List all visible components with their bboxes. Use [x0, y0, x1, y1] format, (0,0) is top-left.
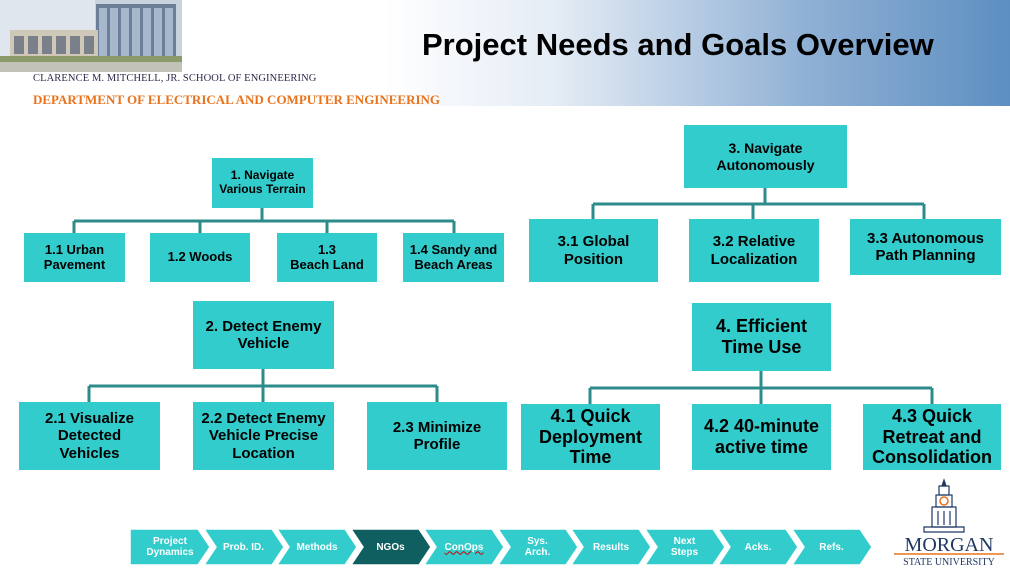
nav-item-acks[interactable]: Acks. [718, 529, 798, 565]
nav-item-label: NGOs [376, 541, 405, 553]
clock-tower-icon: MORGAN STATE UNIVERSITY [894, 478, 1004, 568]
goal-3-3-box: 3.3 Autonomous Path Planning [850, 219, 1001, 275]
morgan-state-logo: MORGAN STATE UNIVERSITY [888, 478, 1010, 568]
nav-item-label: Prob. ID. [222, 541, 265, 553]
nav-item-label: Results [592, 541, 630, 553]
goal-3-2-box: 3.2 Relative Localization [689, 219, 819, 282]
nav-item-ngos[interactable]: NGOs [350, 529, 431, 565]
department-name: DEPARTMENT OF ELECTRICAL AND COMPUTER EN… [33, 92, 441, 107]
goal-1-box: 1. Navigate Various Terrain [212, 158, 313, 208]
nav-item-sys-arch[interactable]: Sys. Arch. [497, 529, 578, 565]
nav-item-label: Project Dynamics [146, 536, 194, 558]
goal-3-1-box: 3.1 Global Position [529, 219, 658, 282]
nav-item-label: ConOps [444, 541, 484, 553]
logo-university-text: STATE UNIVERSITY [903, 557, 995, 568]
nav-item-project-dynamics[interactable]: Project Dynamics [130, 529, 210, 565]
goal-2-3-box: 2.3 Minimize Profile [367, 402, 507, 470]
goal-4-box: 4. Efficient Time Use [692, 303, 831, 371]
goal-2-1-box: 2.1 Visualize Detected Vehicles [19, 402, 160, 470]
nav-item-label: Refs. [819, 541, 844, 553]
goal-4-3-box: 4.3 Quick Retreat and Consolidation [863, 404, 1001, 470]
goal-4-2-box: 4.2 40-minute active time [692, 404, 831, 470]
nav-item-prob-id[interactable]: Prob. ID. [203, 529, 284, 565]
goal-1-1-box: 1.1 Urban Pavement [24, 233, 125, 282]
nav-item-label: Acks. [744, 541, 772, 553]
nav-item-refs[interactable]: Refs. [791, 529, 872, 565]
goal-4-1-box: 4.1 Quick Deployment Time [521, 404, 660, 470]
building-photo [0, 0, 182, 72]
goal-1-2-box: 1.2 Woods [150, 233, 250, 282]
goal-2-2-box: 2.2 Detect Enemy Vehicle Precise Locatio… [193, 402, 334, 470]
slide-title: Project Needs and Goals Overview [422, 27, 934, 62]
nav-item-methods[interactable]: Methods [277, 529, 357, 565]
section-nav: Project Dynamics Prob. ID. Methods NGOs ConO… [130, 529, 886, 565]
goal-1-4-box: 1.4 Sandy and Beach Areas [403, 233, 504, 282]
nav-item-label: Sys. Arch. [524, 536, 551, 558]
goal-1-3-box: 1.3 Beach Land [277, 233, 377, 282]
goal-2-box: 2. Detect Enemy Vehicle [193, 301, 334, 369]
nav-item-label: Next Steps [670, 536, 699, 558]
logo-morgan-text: MORGAN [905, 534, 994, 556]
nav-item-conops[interactable]: ConOps [424, 529, 504, 565]
nav-item-label: Methods [296, 541, 338, 553]
nav-item-next-steps[interactable]: Next Steps [644, 529, 725, 565]
school-name: CLARENCE M. MITCHELL, JR. SCHOOL OF ENGI… [33, 73, 317, 84]
nav-item-results[interactable]: Results [571, 529, 651, 565]
goal-3-box: 3. Navigate Autonomously [684, 125, 847, 188]
